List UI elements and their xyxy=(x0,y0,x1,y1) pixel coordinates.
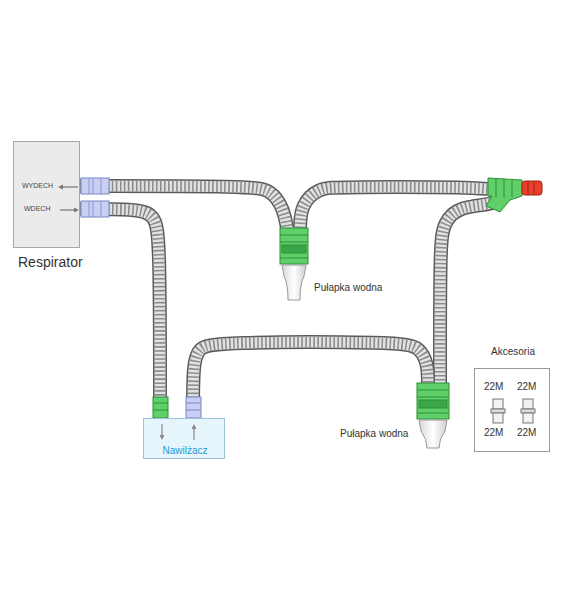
respirator-port xyxy=(81,178,109,194)
breathing-tube xyxy=(300,187,504,383)
device-name: Respirator xyxy=(18,254,83,270)
humidifier-port xyxy=(153,397,168,418)
breathing-tube xyxy=(193,342,428,418)
device-name: Nawilżacz xyxy=(144,445,226,457)
tube-outline xyxy=(300,187,504,383)
part-label: Pułapka wodna xyxy=(340,428,408,440)
accessories-box: Akcesoria22M22M22M22M xyxy=(474,368,550,452)
ventilator-box: WYDECHWDECHRespirator xyxy=(13,141,80,248)
size-label: 22M xyxy=(484,427,503,439)
size-label: 22M xyxy=(517,381,536,393)
port-label: WYDECH xyxy=(22,182,53,190)
tube-ribs xyxy=(193,342,428,418)
respirator-port xyxy=(81,201,109,217)
breathing-tube xyxy=(80,209,160,418)
tube-ribs xyxy=(300,187,504,383)
tube-ribs xyxy=(80,209,160,418)
water-trap: Pułapka wodna xyxy=(416,383,450,450)
water-trap-symbol xyxy=(279,228,309,302)
tube-body xyxy=(300,187,504,383)
tube-body xyxy=(193,342,428,418)
size-label: 22M xyxy=(517,427,536,439)
humidifier-port xyxy=(186,397,201,418)
port-label: WDECH xyxy=(24,205,50,213)
tube-outline xyxy=(80,209,160,418)
y-piece xyxy=(486,178,542,212)
humidifier-box: Nawilżacz xyxy=(143,418,225,459)
box-heading: Akcesoria xyxy=(475,346,551,358)
water-trap-symbol xyxy=(416,383,450,450)
flow-arrows xyxy=(14,142,81,249)
tube-body xyxy=(80,209,160,418)
part-label: Pułapka wodna xyxy=(314,282,382,294)
size-label: 22M xyxy=(484,381,503,393)
water-trap: Pułapka wodna xyxy=(279,228,309,302)
tube-outline xyxy=(193,342,428,418)
